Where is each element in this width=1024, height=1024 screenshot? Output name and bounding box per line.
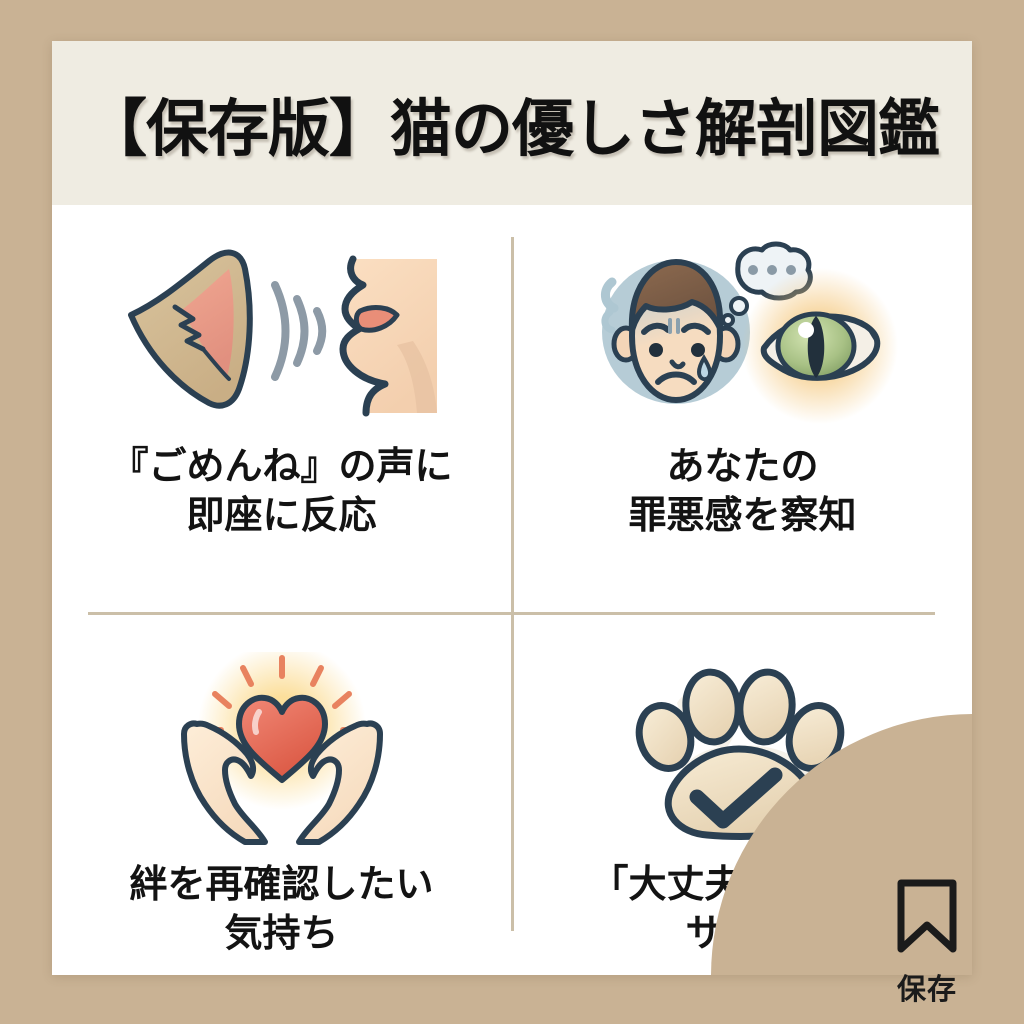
- poster-card: 【保存版】猫の優しさ解剖図鑑: [52, 41, 972, 975]
- content-grid: 『ごめんね』の声に 即座に反応: [52, 205, 972, 975]
- grid-cell-2: あなたの 罪悪感を察知: [513, 205, 972, 614]
- cell-1-line-1: 『ごめんね』の声に: [110, 446, 453, 488]
- cell-1-line-2: 即座に反応: [186, 494, 377, 537]
- grid-cell-3: 絆を再確認したい 気持ち: [52, 615, 511, 975]
- poster-header: 【保存版】猫の優しさ解剖図鑑: [52, 41, 972, 205]
- grid-cell-1: 『ごめんね』の声に 即座に反応: [52, 205, 511, 614]
- cell-3-caption: 絆を再確認したい 気持ち: [129, 861, 433, 958]
- worried-face-with-cat-eye-icon: [588, 227, 898, 437]
- cat-ear-listening-to-voice-icon: [117, 227, 447, 437]
- vertical-divider: [511, 237, 514, 931]
- hands-holding-glowing-heart-icon: [157, 645, 407, 855]
- cell-3-line-2: 気持ち: [224, 912, 339, 955]
- cell-2-caption: あなたの 罪悪感を察知: [628, 443, 856, 540]
- cell-2-line-1: あなたの: [666, 446, 819, 488]
- bookmark-icon: [891, 875, 963, 962]
- cell-2-line-2: 罪悪感を察知: [628, 494, 857, 537]
- page-title: 【保存版】猫の優しさ解剖図鑑: [84, 96, 940, 164]
- save-label: 保存: [896, 974, 957, 1006]
- horizontal-divider: [88, 612, 935, 615]
- save-button[interactable]: 保存: [852, 875, 1002, 1008]
- cell-3-line-1: 絆を再確認したい: [129, 864, 434, 906]
- cell-1-caption: 『ごめんね』の声に 即座に反応: [110, 443, 452, 540]
